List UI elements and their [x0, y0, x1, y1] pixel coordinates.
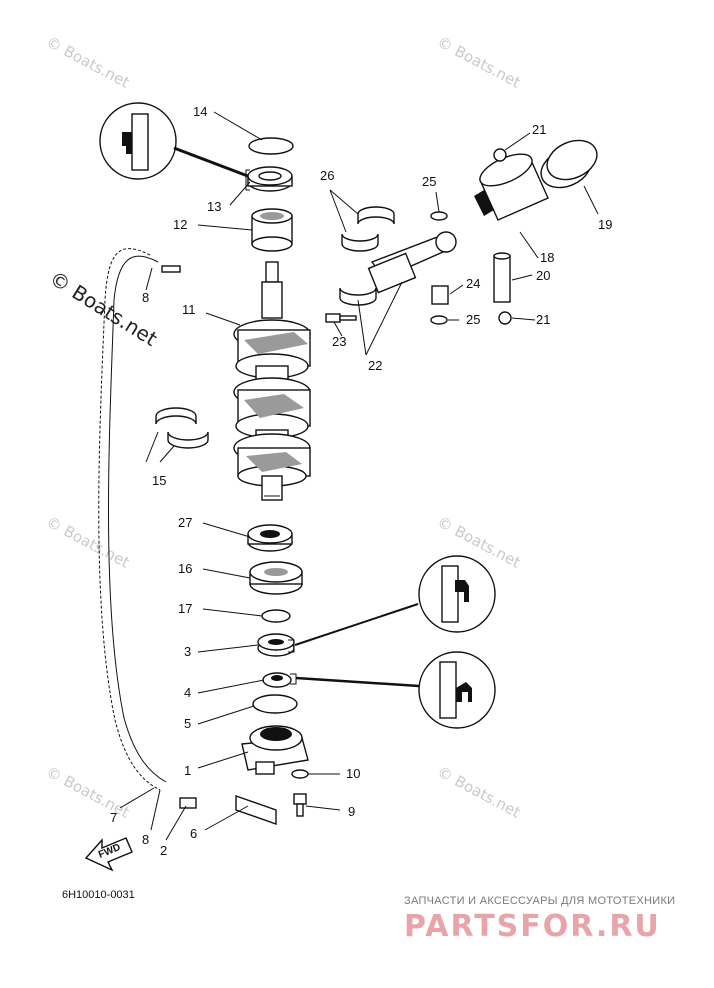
bearing-part-15	[155, 407, 209, 449]
bearing-part-26	[341, 206, 395, 252]
circlip-part-17	[261, 609, 291, 623]
callout-17: 17	[178, 601, 192, 616]
callout-8: 8	[142, 290, 149, 305]
fitting-part-2	[179, 797, 197, 809]
piston-pin-part-20	[493, 252, 511, 303]
o-ring-part-5	[252, 694, 298, 714]
seal-detail-top	[99, 102, 254, 180]
seal-detail-mid	[294, 555, 496, 646]
bearing-cap-part-22	[339, 287, 377, 306]
washer-part-25	[430, 211, 448, 221]
piston-rings-part-19	[540, 139, 598, 189]
callout-11: 11	[182, 302, 196, 317]
bolt-part-23	[325, 313, 357, 323]
bearing-part-12	[251, 208, 293, 252]
callout-25b: 25	[466, 312, 480, 327]
callout-12: 12	[173, 217, 187, 232]
watermark: © Boats.net	[43, 513, 132, 572]
seal-detail-bottom	[295, 651, 496, 729]
washer-part-25	[430, 315, 448, 325]
crankshaft-part-11	[233, 261, 311, 501]
callout-21b: 21	[536, 312, 550, 327]
callout-19: 19	[598, 217, 612, 232]
watermark: © Boats.net	[43, 763, 132, 822]
bracket-4	[290, 673, 297, 685]
callout-18: 18	[540, 250, 554, 265]
seal-part-3	[257, 633, 295, 657]
callout-27: 27	[178, 515, 192, 530]
forward-arrow: FWD	[84, 837, 133, 872]
bolt-part-8	[161, 265, 181, 273]
callout-7: 7	[110, 810, 117, 825]
callout-22: 22	[368, 358, 382, 373]
callout-25a: 25	[422, 174, 436, 189]
callout-2: 2	[160, 843, 167, 858]
watermark: © Boats.net	[43, 33, 132, 92]
callout-3: 3	[184, 644, 191, 659]
piston-part-18	[474, 153, 549, 221]
callout-13: 13	[207, 199, 221, 214]
washer-part-10	[291, 769, 309, 779]
bracket-3	[288, 639, 295, 653]
hose-part-7	[98, 248, 161, 791]
callout-5: 5	[184, 716, 191, 731]
brand-tagline: ЗАПЧАСТИ И АКСЕССУАРЫ ДЛЯ МОТОТЕХНИКИ	[404, 895, 675, 907]
watermark: © Boats.net	[434, 763, 523, 822]
bracket-part-6	[235, 795, 277, 825]
o-ring-part-14	[248, 137, 294, 155]
seal-part-4	[262, 672, 292, 688]
clip-part-21	[493, 148, 507, 162]
callout-labels: 14 13 12 11 8 15 27 16 17 3 4 5 1 7 8 2 …	[110, 104, 612, 858]
callout-6: 6	[190, 826, 197, 841]
callout-24: 24	[466, 276, 480, 291]
callout-16: 16	[178, 561, 192, 576]
callout-23: 23	[332, 334, 346, 349]
callout-10: 10	[346, 766, 360, 781]
callout-15: 15	[152, 473, 166, 488]
housing-part-1	[241, 725, 309, 775]
callout-4: 4	[184, 685, 191, 700]
callout-9: 9	[348, 804, 355, 819]
callout-1: 1	[184, 763, 191, 778]
watermark: © Boats.net	[434, 33, 523, 92]
callout-26: 26	[320, 168, 334, 183]
bearing-part-16	[249, 561, 303, 595]
leader-lines	[119, 111, 599, 841]
needle-bearing-part-24	[431, 285, 449, 305]
part-27	[247, 524, 293, 552]
clip-part-21	[498, 311, 512, 325]
callout-14: 14	[193, 104, 207, 119]
bolt-part-9	[293, 793, 307, 817]
callout-20: 20	[536, 268, 550, 283]
connecting-rod	[367, 231, 457, 294]
callout-8b: 8	[142, 832, 149, 847]
brand-logo: PARTSFOR.RU	[404, 909, 661, 944]
diagram-code: 6H10010-0031	[62, 889, 135, 901]
oil-seal-part-13	[247, 166, 293, 192]
bracket-13	[245, 169, 250, 191]
callout-21a: 21	[532, 122, 546, 137]
